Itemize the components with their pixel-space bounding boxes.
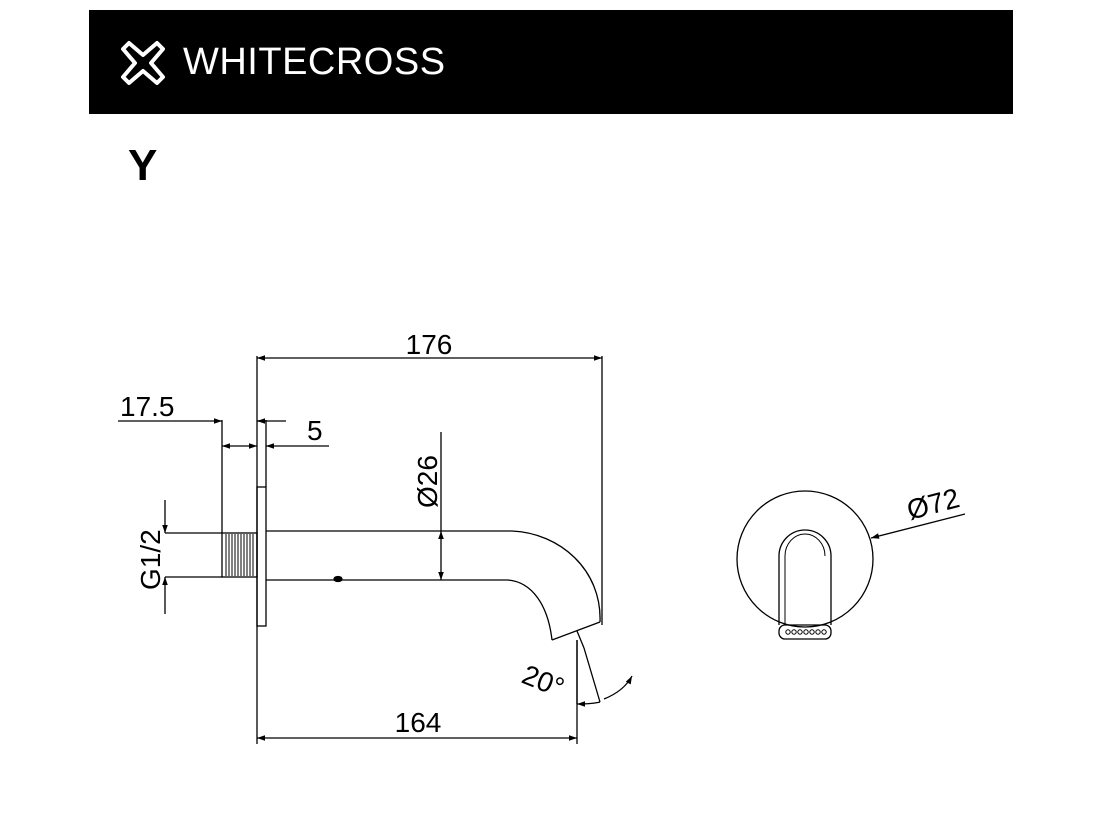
spout-bottom-edge: [266, 579, 553, 641]
wall-flange: [256, 486, 267, 627]
dim-total-length: 176: [406, 329, 453, 360]
dim-spout-angle: 20°: [518, 659, 569, 704]
dim-rosette-diameter: Ø72: [904, 482, 963, 526]
rosette-circle: [736, 490, 874, 628]
front-view: [736, 490, 966, 640]
aerator: [778, 624, 832, 640]
threaded-connector: [221, 532, 258, 578]
side-view: [118, 355, 633, 744]
model-letter: Y: [128, 141, 158, 190]
spout-top-edge: [266, 530, 601, 623]
brand-name: WHITECROSS: [183, 41, 446, 83]
dim-projection: 164: [395, 707, 442, 738]
dim-thread-length: 17.5: [120, 391, 175, 422]
outlet-centerline: [576, 630, 585, 649]
dim-thread-size: G1/2: [135, 529, 166, 590]
spout-outlet: [551, 621, 601, 641]
thread-lines: [225, 534, 254, 576]
spout-front: [778, 529, 832, 625]
dim-flange-thickness: 5: [307, 415, 323, 446]
dim-spout-diameter: Ø26: [412, 455, 443, 508]
header-bar: WHITECROSS: [89, 10, 1013, 114]
set-screw: [333, 575, 343, 583]
cross-x-logo-icon: [121, 41, 165, 85]
